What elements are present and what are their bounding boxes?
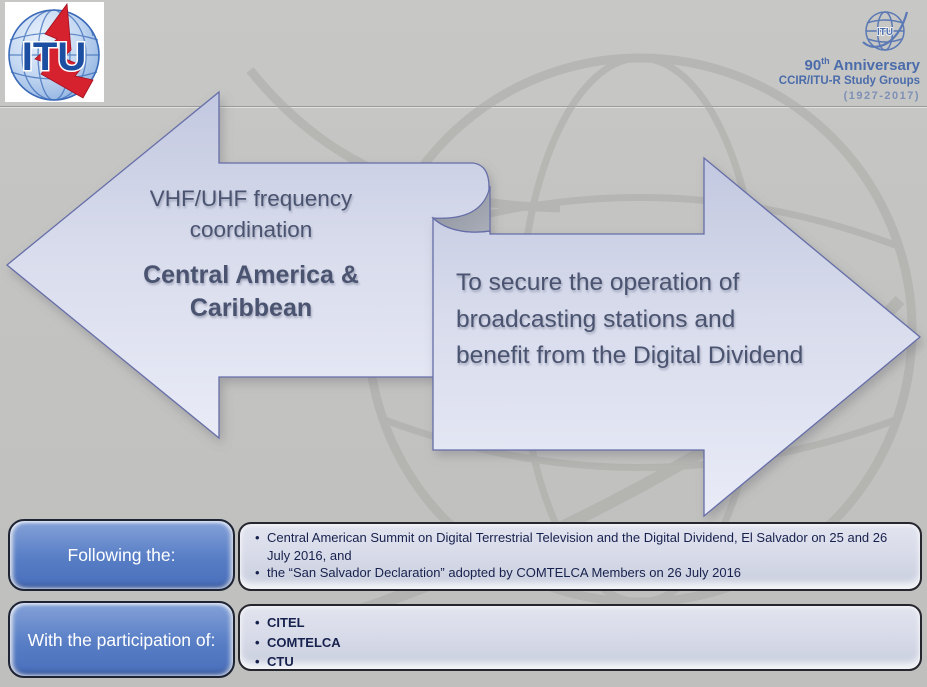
right-arrow-text: To secure the operation of broadcasting … (456, 269, 804, 369)
left-arrow-title: VHF/UHF frequency coordination (149, 186, 353, 242)
curl-fold-shape (431, 185, 491, 233)
anniversary-years: (1927-2017) (843, 90, 920, 102)
left-arrow-text: VHF/UHF frequency coordination Central A… (115, 183, 387, 325)
itu-globe-icon: ITU (8, 2, 100, 101)
participation-content: CITEL COMTELCA CTU (238, 604, 922, 671)
lightning-bolt-icon (34, 2, 94, 99)
itu-logo-text: ITU (22, 35, 86, 79)
anniversary-title: 90th Anniversary (700, 56, 920, 74)
participation-label: With the participation of: (8, 601, 235, 678)
following-the-content: Central American Summit on Digital Terre… (238, 522, 922, 591)
participation-label-text: With the participation of: (27, 629, 216, 650)
following-the-label: Following the: (8, 519, 235, 591)
itu-logo: ITU (5, 2, 104, 102)
bullet-item: CTU (254, 652, 910, 672)
participation-bullet-list: CITEL COMTELCA CTU (254, 613, 910, 672)
header-divider (0, 106, 927, 108)
following-the-bullet-list: Central American Summit on Digital Terre… (254, 529, 910, 582)
anniversary-word: Anniversary (829, 57, 920, 74)
anniversary-ordinal: th (821, 56, 830, 66)
bullet-item: CITEL (254, 613, 910, 633)
anniversary-subtitle: CCIR/ITU-R Study Groups (778, 75, 920, 87)
bullet-item: the “San Salvador Declaration” adopted b… (254, 564, 910, 582)
following-the-label-text: Following the: (67, 545, 176, 565)
bullet-item: Central American Summit on Digital Terre… (254, 529, 910, 564)
anniversary-icon-text: ITU (877, 27, 893, 38)
bullet-item: COMTELCA (254, 633, 910, 653)
anniversary-globe-icon: ITU (862, 11, 909, 51)
left-arrow-subtitle: Central America & Caribbean (143, 261, 359, 322)
anniversary-number: 90 (804, 57, 822, 74)
